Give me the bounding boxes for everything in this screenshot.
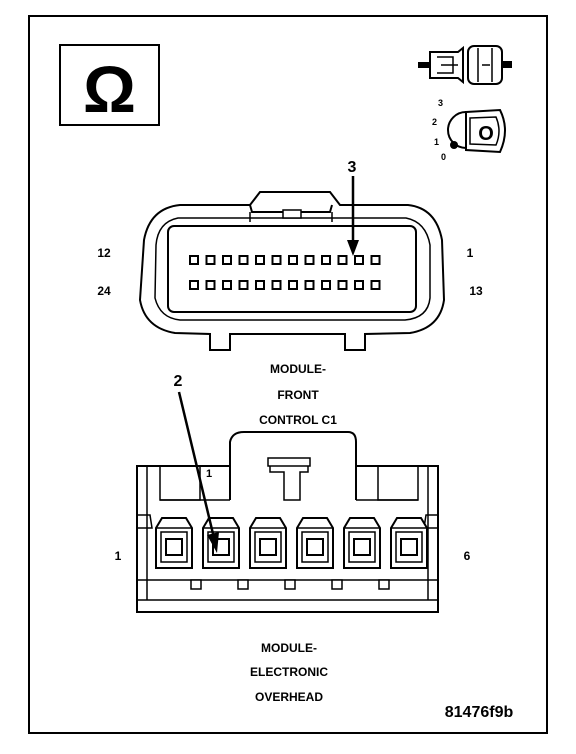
- ohmmeter-icon: Ω: [59, 44, 160, 126]
- c1-pin-cavity: [304, 255, 315, 265]
- c1-pin-cavity: [288, 255, 298, 265]
- c1-pin-cavity: [189, 280, 199, 290]
- c1-name-line-1: MODULE-: [270, 362, 326, 376]
- c1-callout-arrow: [347, 176, 359, 256]
- ignition-key-label: O: [478, 123, 494, 145]
- overhead-callout-label: 2: [174, 373, 183, 390]
- c1-pin-cavity: [222, 255, 232, 265]
- ignition-position-0: 0: [441, 152, 446, 162]
- c1-pin-cavity: [205, 255, 216, 265]
- c1-pin-cavity: [238, 255, 249, 265]
- c1-callout-label: 3: [348, 159, 357, 176]
- c1-pin-cavity: [255, 280, 265, 290]
- overhead-name-line-2: ELECTRONIC: [250, 665, 328, 679]
- c1-pin-cavity: [238, 280, 249, 290]
- c1-pin-cavity: [354, 255, 364, 265]
- overhead-callout-arrow: [177, 391, 219, 553]
- ignition-position-3: 3: [438, 98, 443, 108]
- overhead-pin-cavity: [343, 517, 381, 569]
- c1-pin-cavity: [337, 280, 348, 290]
- overhead-pin-label-1: 1: [115, 549, 122, 563]
- ignition-position-2: 2: [432, 117, 437, 127]
- c1-pin-cavity: [354, 280, 364, 290]
- c1-pin-cavity: [337, 255, 348, 265]
- c1-pin-cavity: [321, 255, 331, 265]
- diagram-frame: [28, 15, 548, 734]
- c1-pin-grid: [189, 255, 381, 290]
- c1-pin-label-24: 24: [97, 284, 111, 298]
- c1-pin-cavity: [222, 280, 232, 290]
- c1-name-line-2: FRONT: [277, 388, 319, 402]
- overhead-pin-cavity: [202, 517, 240, 569]
- figure-id: 81476f9b: [445, 704, 514, 721]
- c1-pin-label-13: 13: [469, 284, 483, 298]
- c1-pin-cavity: [271, 280, 282, 290]
- c1-pin-cavity: [321, 280, 331, 290]
- c1-name-line-3: CONTROL C1: [259, 413, 337, 427]
- overhead-name-line-3: OVERHEAD: [255, 690, 323, 704]
- overhead-pin-cavity: [296, 517, 334, 569]
- ignition-off-icon: O 3 2 1 0: [432, 98, 506, 162]
- overhead-name-line-1: MODULE-: [261, 641, 317, 655]
- ohm-symbol: Ω: [83, 52, 136, 126]
- c1-pin-cavity: [205, 280, 216, 290]
- connector-overhead: 1: [136, 431, 439, 613]
- c1-pin-cavity: [370, 255, 381, 265]
- overhead-cavity-row: [155, 517, 428, 569]
- overhead-pin-cavity: [249, 517, 287, 569]
- c1-pin-cavity: [271, 255, 282, 265]
- connector-c1: [138, 191, 446, 351]
- c1-pin-cavity: [288, 280, 298, 290]
- disconnected-connector-icon: [418, 45, 512, 85]
- ignition-position-1: 1: [434, 137, 439, 147]
- overhead-pin-label-6: 6: [464, 549, 471, 563]
- overhead-latch-mark: 1: [206, 468, 212, 480]
- c1-pin-cavity: [370, 280, 381, 290]
- overhead-pin-cavity: [390, 517, 428, 569]
- c1-pin-cavity: [304, 280, 315, 290]
- overhead-pin-cavity: [155, 517, 193, 569]
- c1-pin-cavity: [255, 255, 265, 265]
- c1-pin-cavity: [189, 255, 199, 265]
- c1-pin-label-12: 12: [97, 246, 111, 260]
- c1-pin-label-1: 1: [467, 246, 474, 260]
